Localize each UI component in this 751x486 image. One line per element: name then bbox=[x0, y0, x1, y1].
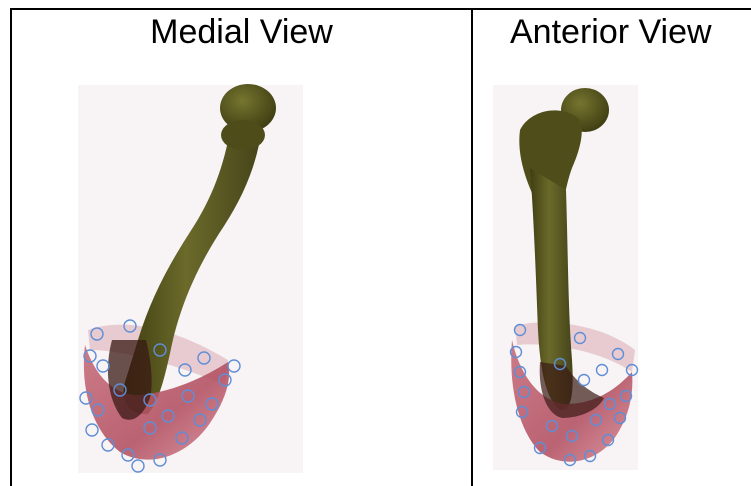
medial-femur-neck bbox=[221, 120, 265, 150]
medial-view-figure bbox=[78, 84, 303, 473]
anterior-view-figure bbox=[493, 85, 638, 470]
